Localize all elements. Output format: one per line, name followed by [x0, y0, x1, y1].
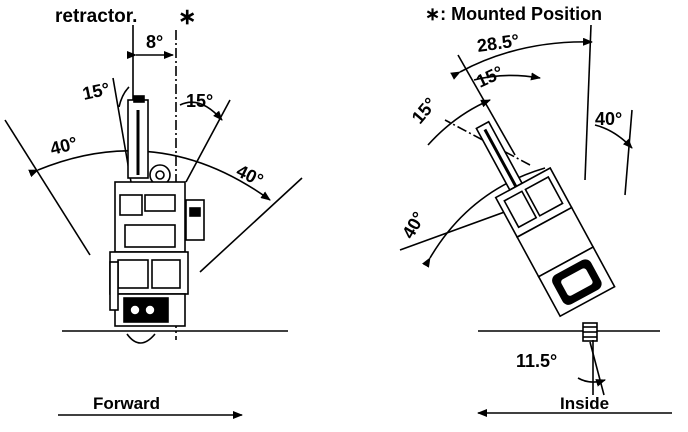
right-angle-11-5: 11.5° [516, 351, 557, 371]
left-15-arc [118, 86, 130, 108]
left-top-ring-hole [155, 170, 165, 180]
right-angle-15-mid: 15° [473, 62, 506, 92]
left-angle-40-right: 40° [233, 161, 266, 191]
right-angle-15-left: 15° [408, 94, 441, 128]
left-retractor-body [109, 95, 205, 344]
right-40-limit-line [624, 109, 633, 196]
left-angle-8: 8° [146, 32, 163, 52]
right-spool-window [559, 266, 595, 298]
right-vertical-reference [584, 24, 592, 181]
right-housing-detail-b [524, 175, 564, 217]
right-40-left-arc [421, 167, 546, 268]
inside-label: Inside [560, 394, 609, 413]
left-angle-15-right: 15° [186, 91, 213, 111]
left-guide-cap [133, 95, 145, 103]
left-side-module [185, 199, 205, 241]
left-side-module-mark [189, 207, 201, 217]
right-view [399, 24, 672, 417]
right-webbing [483, 128, 518, 188]
right-base-tilt [589, 341, 605, 396]
right-40-limit-line [199, 177, 303, 273]
mounted-star-icon: ∗ [178, 4, 196, 29]
right-11-arc [577, 377, 606, 387]
right-28-arc [450, 37, 593, 80]
right-15-mid-arc [473, 72, 541, 81]
left-angle-40-left: 40° [48, 133, 79, 159]
left-bolt-a [129, 304, 141, 316]
right-angle-40: 40° [595, 109, 622, 129]
right-retractor-body [475, 120, 616, 318]
left-view [4, 25, 303, 419]
left-housing-detail-c [124, 224, 176, 248]
right-angle-40-left: 40° [398, 208, 429, 242]
forward-label: Forward [93, 394, 160, 413]
right-40-left-limit-line [399, 209, 511, 251]
right-15-left-arc [427, 99, 491, 146]
header-retractor-label: retractor. [55, 6, 137, 27]
left-bolt-b [144, 304, 156, 316]
left-housing-detail-b [144, 194, 176, 212]
left-lower-housing [109, 251, 189, 295]
left-housing-detail-a [119, 194, 143, 216]
left-angle-15-left: 15° [81, 79, 112, 104]
mounted-position-legend: ∗: Mounted Position [425, 4, 602, 24]
left-lower-detail-b [151, 259, 181, 289]
left-40-arc [28, 150, 271, 201]
right-housing-detail-a [503, 190, 538, 229]
left-mounting-foot [126, 333, 156, 344]
right-15-arc [179, 101, 223, 121]
left-side-rail [109, 261, 119, 311]
right-angle-28-5: 28.5° [476, 30, 521, 56]
right-40-arc [594, 124, 633, 149]
left-upper-housing [114, 181, 186, 253]
right-mounted-axis [444, 119, 531, 166]
right-15-limit-line [185, 99, 231, 183]
